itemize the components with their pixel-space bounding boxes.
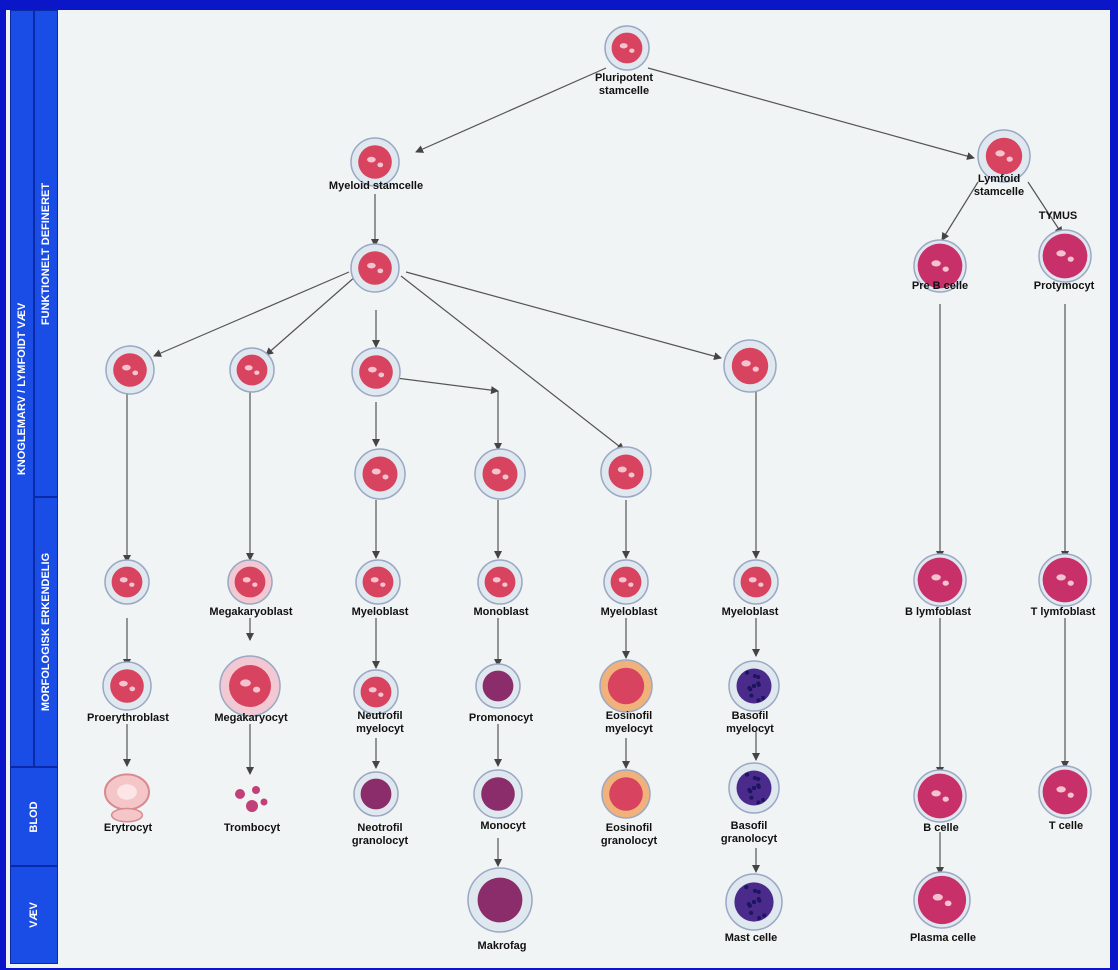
label-basofil-myelocyt: Basofil myelocyt: [726, 710, 774, 735]
label-lymfoid-stem: Lymfoid stamcelle: [973, 173, 1025, 198]
label-tymus: TYMUS: [1038, 210, 1078, 222]
mast-celle-cell: [725, 873, 783, 931]
cfu-cell: [350, 243, 400, 293]
cfu-gm-cell: [351, 347, 401, 397]
label-plasma-celle: Plasma celle: [909, 932, 977, 944]
arrow-cfu-mega: [265, 275, 357, 356]
band-blood: BLOD: [10, 767, 58, 866]
pluripotent-cell: [604, 25, 650, 71]
myeloblast-3-cell: [733, 559, 779, 605]
cfu-eo-cell: [600, 446, 652, 498]
monoblast-cell: [477, 559, 523, 605]
label-megakaryoblast: Megakaryoblast: [209, 606, 293, 618]
b-lymfoblast-cell: [913, 553, 967, 607]
myeloblast-2-cell: [603, 559, 649, 605]
label-neutrofil-myelocyt: Neutrofil myelocyt: [356, 710, 404, 735]
monocyt-cell: [473, 769, 523, 819]
eosinofil-cell: [601, 769, 651, 819]
label-b-lymfoblast: B lymfoblast: [904, 606, 972, 618]
megakaryoblast-cell: [227, 559, 273, 605]
label-eosinofil-myelocyt: Eosinofil myelocyt: [605, 710, 653, 735]
label-pluripotent: Pluripotent stamcelle: [594, 72, 654, 97]
band-tissue-bottom: VÆV: [10, 866, 58, 964]
label-promonocyt: Promonocyt: [468, 712, 534, 724]
t-lymfoblast-cell: [1038, 553, 1092, 607]
protymocyt-cell: [1038, 229, 1092, 283]
trombocyt-cell: [235, 786, 268, 812]
lymfoid-stem-cell: [977, 129, 1031, 183]
label-myeloblast-1: Myeloblast: [351, 606, 409, 618]
myeloid-stem-cell: [350, 137, 400, 187]
plasma-celle-cell: [913, 871, 971, 929]
arrow-pluri-lymfoid: [647, 67, 975, 160]
pre-b-cell: [913, 239, 967, 293]
arrow-lymfoid-preb: [941, 181, 979, 241]
makrofag-cell: [467, 867, 533, 933]
basofil-myelocyt-cell: [728, 660, 780, 712]
lineage-tree: [102, 25, 1092, 933]
megakaryocyt-cell: [219, 655, 281, 717]
band-tissue: KNOGLEMARV / LYMFOIDT VÆV: [10, 10, 34, 767]
proerythroblast-cell: [102, 661, 152, 711]
label-basofil-granolocyt: Basofil granolocyt: [720, 820, 778, 845]
neutrofil-myelocyt-cell: [353, 669, 399, 715]
label-neotrofil-granolocyt: Neotrofil granolocyt: [351, 822, 409, 847]
arrow-gm-mono-h: [395, 377, 499, 395]
label-t-celle: T celle: [1048, 820, 1084, 832]
label-erytrocyt: Erytrocyt: [103, 822, 153, 834]
label-eosinofil-granolocyt: Eosinofil granolocyt: [600, 822, 658, 847]
label-protymocyt: Protymocyt: [1033, 280, 1095, 292]
erytrocyt-cell: [104, 773, 150, 823]
label-mast-celle: Mast celle: [724, 932, 778, 944]
label-monoblast: Monoblast: [473, 606, 529, 618]
myeloblast-1-cell: [355, 559, 401, 605]
arrow-cfu-baso: [405, 271, 722, 361]
bfu-e-cell: [105, 345, 155, 395]
label-myeloblast-2: Myeloblast: [600, 606, 658, 618]
b-celle-cell: [913, 769, 967, 823]
label-t-lymfoblast: T lymfoblast: [1030, 606, 1096, 618]
label-makrofag: Makrofag: [477, 940, 527, 952]
basofil-cell: [728, 762, 780, 814]
arrow-cfu-eos: [400, 275, 625, 451]
label-b-celle: B celle: [923, 822, 959, 834]
eosinofil-myelocyt-cell: [599, 659, 653, 713]
promonocyt-cell: [475, 663, 521, 709]
hematopoiesis-diagram: KNOGLEMARV / LYMFOIDT VÆV FUNKTIONELT DE…: [6, 10, 1110, 968]
cfu-eos-cell: [723, 339, 777, 393]
cfu-g-cell: [354, 448, 406, 500]
band-morphological: MORFOLOGISK ERKENDELIG: [34, 497, 58, 767]
label-megakaryocyt: Megakaryocyt: [214, 712, 288, 724]
label-pre-b: Pre B celle: [911, 280, 969, 292]
label-myeloid-stem: Myeloid stamcelle: [328, 180, 424, 192]
cfu-m-cell: [474, 448, 526, 500]
neotrofil-cell: [353, 771, 399, 817]
label-trombocyt: Trombocyt: [223, 822, 281, 834]
arrow-pluri-myeloid: [415, 67, 607, 153]
cfu-mega-cell: [229, 347, 275, 393]
band-functional: FUNKTIONELT DEFINERET: [34, 10, 58, 497]
arrow-lymfoid-protymocyt: [1027, 181, 1063, 235]
pro-ery-early-cell: [104, 559, 150, 605]
t-celle-cell: [1038, 765, 1092, 819]
label-monocyt: Monocyt: [480, 820, 526, 832]
label-proerythroblast: Proerythroblast: [87, 712, 169, 724]
label-myeloblast-3: Myeloblast: [721, 606, 779, 618]
arrow-cfu-ery: [153, 271, 350, 357]
